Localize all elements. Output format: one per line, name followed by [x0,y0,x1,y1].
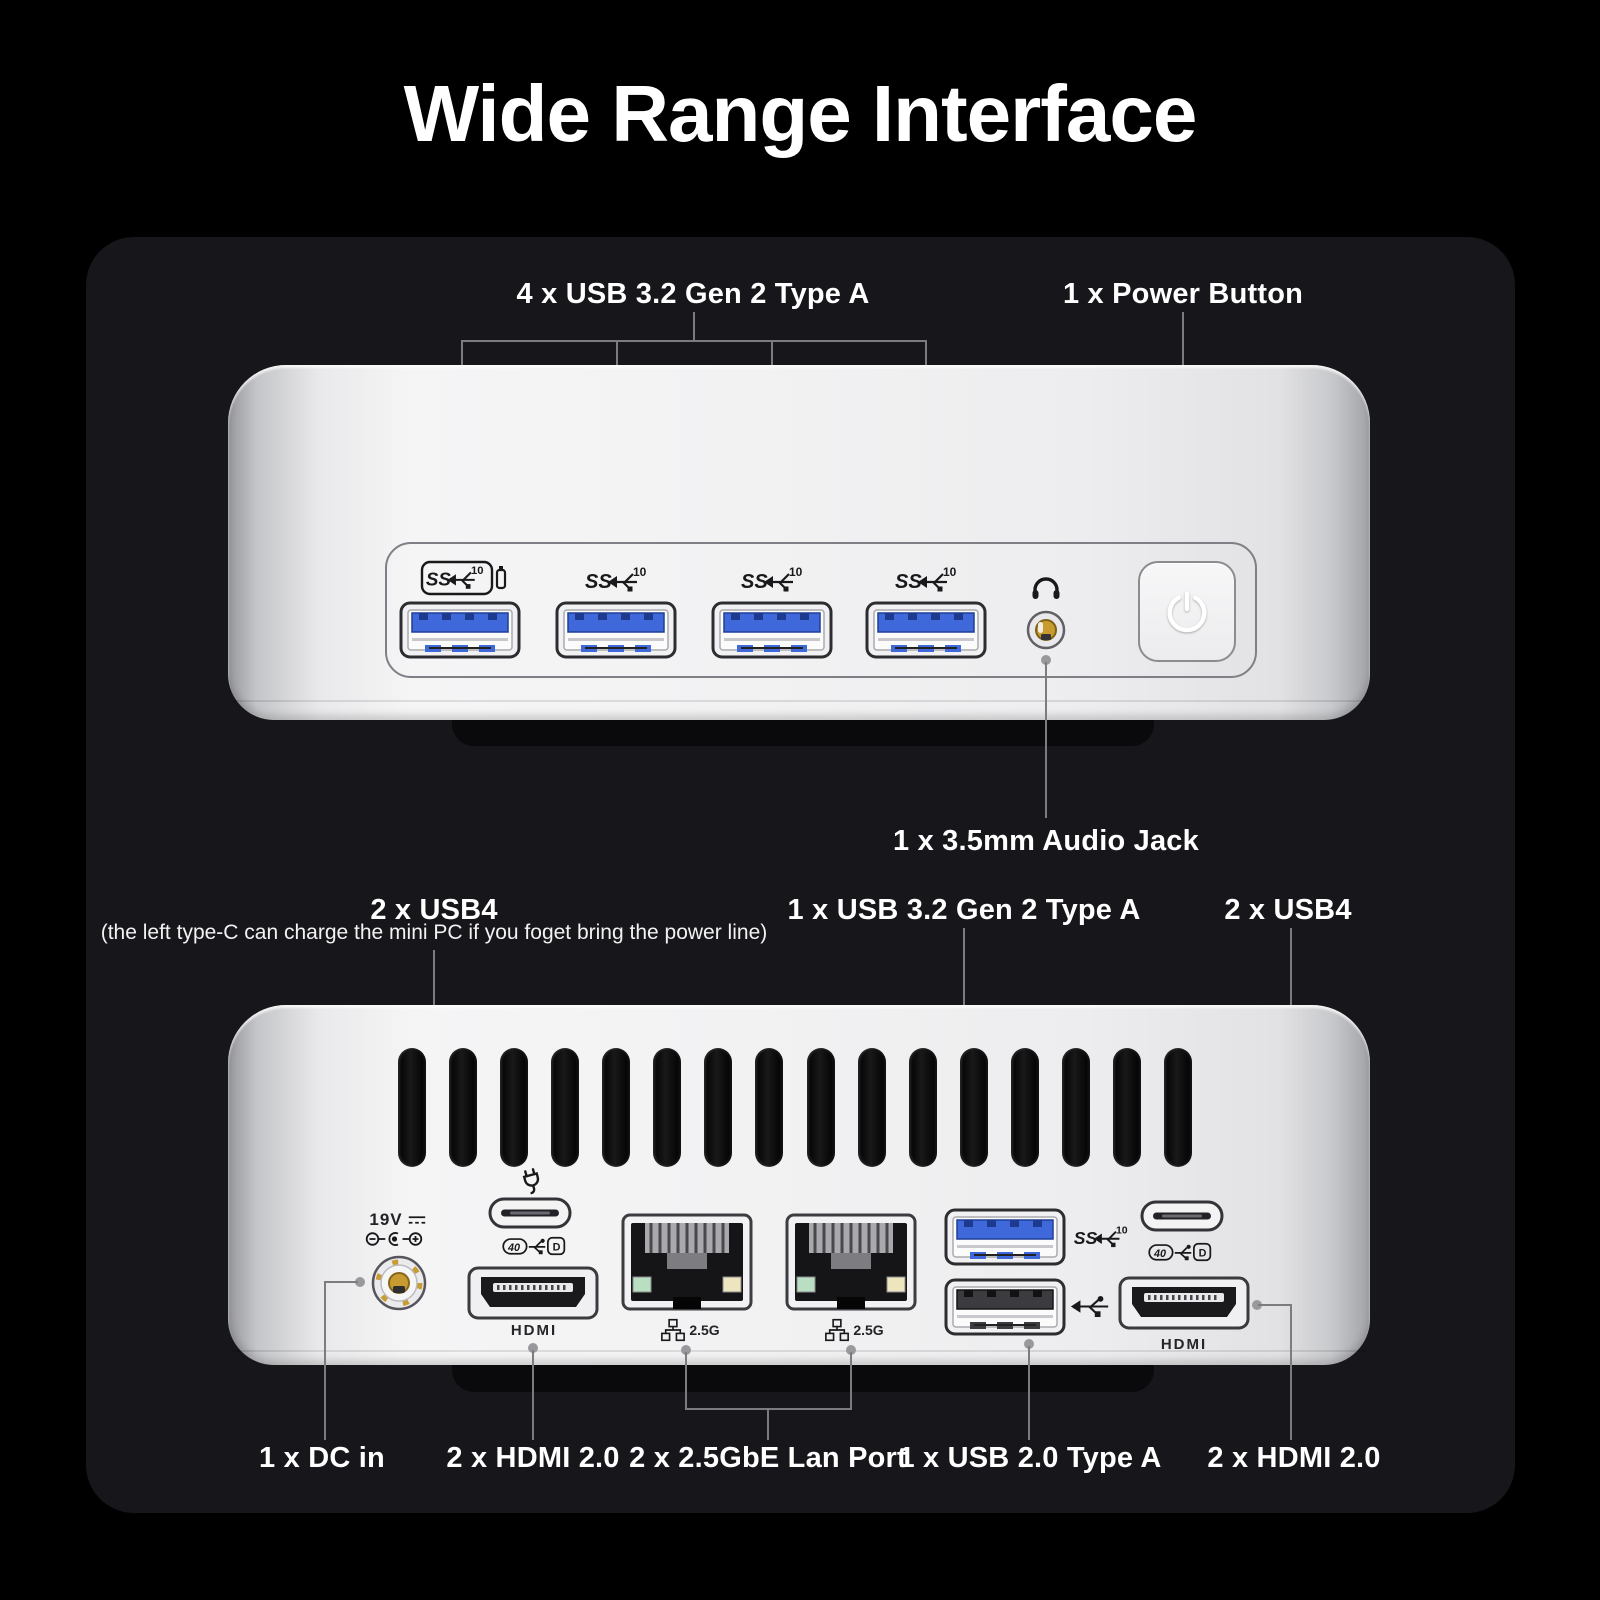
vent-slot [704,1048,733,1167]
vent-slot [449,1048,478,1167]
label-dc-in: 1 x DC in [259,1442,385,1474]
label-lan-ports: 2 x 2.5GbE Lan Port [629,1442,907,1474]
vent-slot [1163,1048,1192,1167]
callout-line [1258,1304,1292,1306]
note-usb4-left: (the left type-C can charge the mini PC … [100,921,768,944]
label-hdmi-left: 2 x HDMI 2.0 [446,1442,620,1474]
lan-speed-text: 2.5G [689,1322,720,1338]
vent-slot [602,1048,631,1167]
usb4-port-left [488,1197,572,1229]
cooling-vents [398,1048,1192,1167]
vent-slot [653,1048,682,1167]
vent-slot [755,1048,784,1167]
lan-port-1 [621,1213,753,1311]
callout-line [693,312,695,342]
usb-ss10-icon [893,563,959,597]
label-power-button: 1 x Power Button [1062,278,1304,310]
label-usb20: 1 x USB 2.0 Type A [898,1442,1162,1474]
network-icon [824,1318,850,1342]
vent-slot [398,1048,426,1167]
label-usb32-back: 1 x USB 3.2 Gen 2 Type A [787,894,1141,926]
callout-dot [1041,655,1051,665]
label-hdmi-right: 2 x HDMI 2.0 [1207,1442,1381,1474]
callout-dot [1252,1300,1262,1310]
lan-port-2 [785,1213,917,1311]
usb-ss10-icon [739,563,805,597]
vent-slot [1112,1048,1141,1167]
callout-line [1290,1304,1292,1440]
dc-voltage-marking: 19V [343,1209,453,1231]
hdmi-marking: HDMI [1160,1336,1208,1353]
lan-speed-text: 2.5G [853,1322,884,1338]
dc-polarity-icon [365,1231,423,1247]
dc-symbol-icon [407,1214,427,1226]
callout-line [532,1350,534,1440]
audio-jack [1026,610,1066,650]
power-icon [1164,589,1210,635]
usb4-40g-dp-icon [1146,1239,1214,1265]
usb-a-port-1 [399,601,521,659]
usb-a-port-3 [711,601,833,659]
label-audio-jack: 1 x 3.5mm Audio Jack [893,825,1199,857]
label-usb4-left: 2 x USB4 [370,894,498,926]
callout-dot [1024,1339,1034,1349]
vent-slot [908,1048,937,1167]
callout-dot [846,1345,856,1355]
callout-line [685,1352,687,1410]
page-title: Wide Range Interface [403,69,1198,158]
callout-line [1028,1346,1030,1440]
network-icon [660,1318,686,1342]
callout-line [324,1281,358,1283]
usb4-port-right [1140,1200,1224,1232]
callout-dot [528,1343,538,1353]
callout-line [461,340,927,342]
lan-speed-marking: 2.5G [809,1316,899,1344]
usb-ss10-icon [1072,1222,1130,1252]
callout-line [1045,662,1047,818]
callout-line [324,1281,326,1440]
usb-ss10-icon [583,563,649,597]
hdmi-port-left [467,1266,599,1320]
dc-voltage-text: 19V [369,1210,403,1229]
front-port-panel [385,542,1257,678]
device-seam [232,1350,1366,1352]
usb32-port-back [944,1208,1066,1266]
usb2-trident-icon [1068,1294,1112,1319]
usb4-40g-dp-icon [500,1233,568,1259]
vent-slot [806,1048,835,1167]
vent-slot [857,1048,886,1167]
usb-a-port-2 [555,601,677,659]
vent-slot [551,1048,580,1167]
hdmi-marking: HDMI [510,1322,558,1339]
power-button [1138,561,1236,662]
callout-dot [681,1345,691,1355]
lan-speed-marking: 2.5G [645,1316,735,1344]
usb-ss10-charging-icon [420,558,508,598]
label-front-usb: 4 x USB 3.2 Gen 2 Type A [516,278,870,310]
device-seam [232,700,1366,702]
callout-line [850,1352,852,1410]
usb20-port [944,1278,1066,1336]
callout-line [767,1408,769,1440]
vent-slot [1010,1048,1039,1167]
dc-in-jack [371,1255,427,1311]
vent-slot [500,1048,529,1167]
vent-slot [1061,1048,1090,1167]
vent-slot [959,1048,988,1167]
callout-dot [355,1277,365,1287]
label-usb4-right: 2 x USB4 [1224,894,1352,926]
hdmi-port-right [1118,1276,1250,1330]
usb-a-port-4 [865,601,987,659]
headphone-icon [1027,570,1065,606]
